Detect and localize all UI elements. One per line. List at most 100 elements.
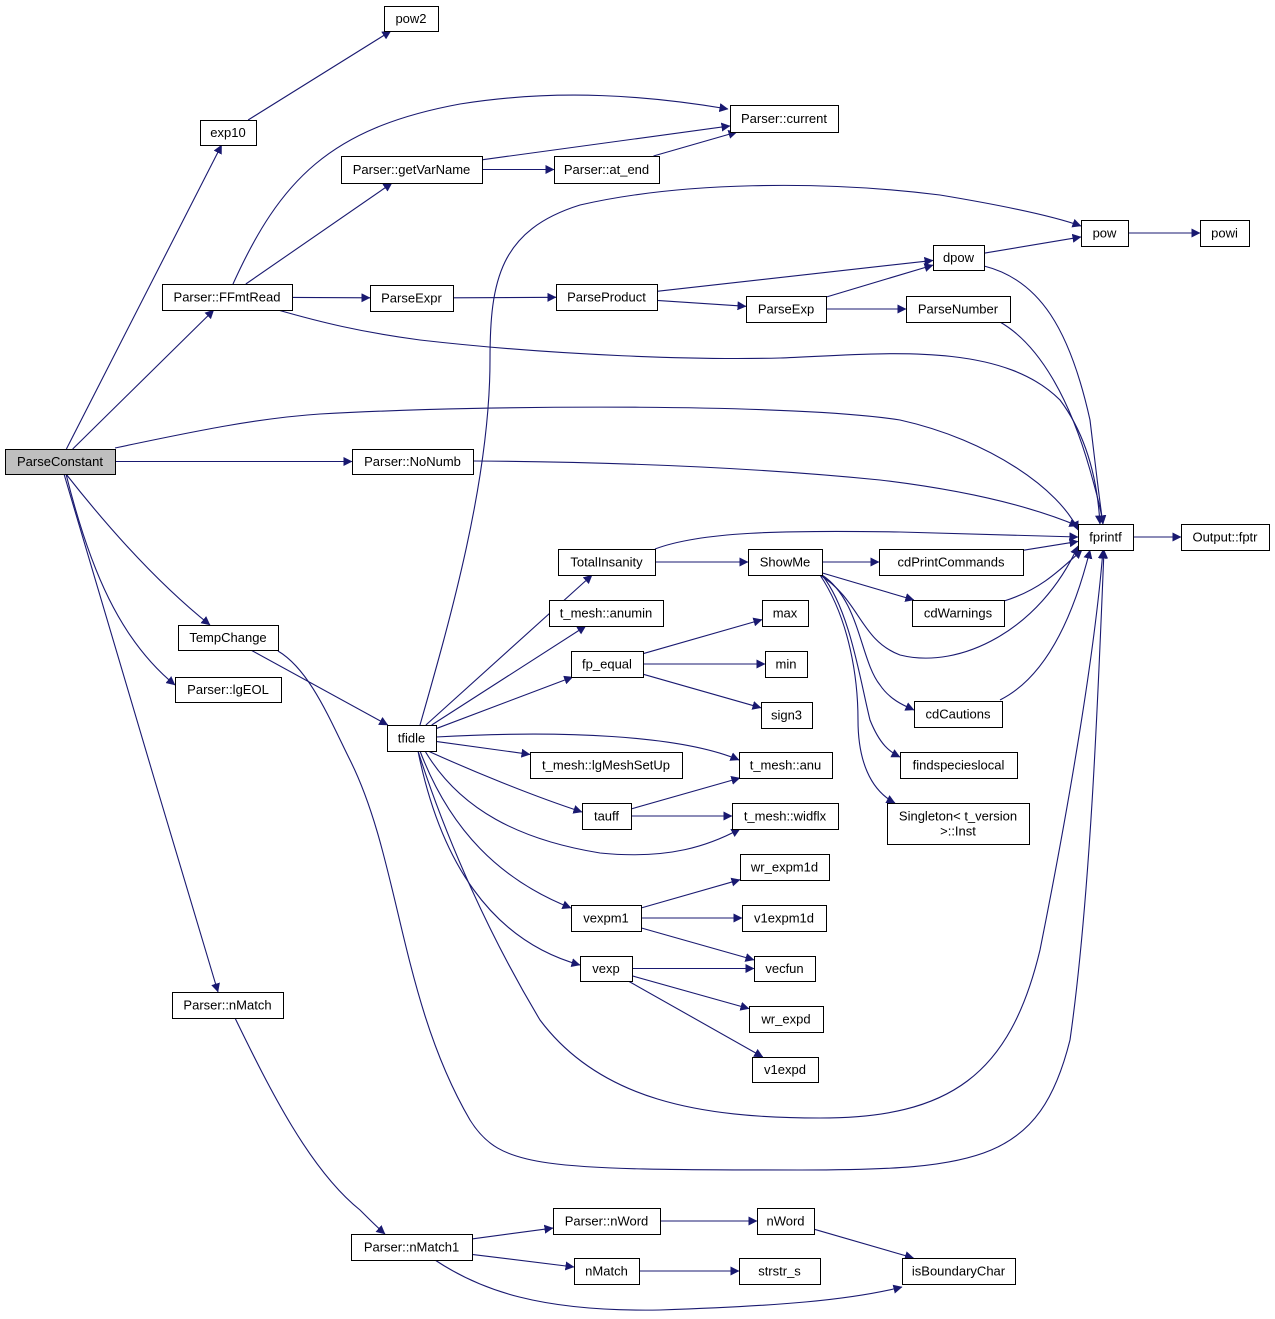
node-label-wr-expd: wr_expd <box>760 1012 810 1027</box>
node-vexpm1[interactable]: vexpm1 <box>571 905 642 932</box>
node-label-v1expm1d: v1expm1d <box>754 911 814 926</box>
node-tfidle[interactable]: tfidle <box>387 725 437 752</box>
node-box-parseproduct <box>556 284 658 311</box>
node-box-parseexpr <box>370 285 454 312</box>
node-wr-expd[interactable]: wr_expd <box>749 1006 824 1033</box>
node-box-nword <box>757 1208 815 1235</box>
node-t-mesh-anu[interactable]: t_mesh::anu <box>739 752 833 779</box>
node-box-parser-nmatch1 <box>351 1234 473 1261</box>
node-min[interactable]: min <box>765 651 808 678</box>
node-box-parseconstant <box>5 449 116 475</box>
node-label-parser-ffmtread: Parser::FFmtRead <box>174 290 281 305</box>
node-parseconstant[interactable]: ParseConstant <box>5 449 116 475</box>
node-label-powi: powi <box>1211 226 1238 241</box>
node-label-parser-nword: Parser::nWord <box>565 1214 649 1229</box>
node-label-sign3: sign3 <box>771 708 802 723</box>
node-box-parser-getvarname <box>341 156 483 184</box>
node-parseexpr[interactable]: ParseExpr <box>370 285 454 312</box>
node-parser-nonumb[interactable]: Parser::NoNumb <box>352 449 474 475</box>
node-pow2[interactable]: pow2 <box>384 6 439 32</box>
node-sign3[interactable]: sign3 <box>761 702 813 729</box>
edge-cdprintcommands-to-fprintf <box>1022 538 1079 551</box>
node-parseexp[interactable]: ParseExp <box>746 296 827 323</box>
node-t-mesh-anumin[interactable]: t_mesh::anumin <box>549 600 664 627</box>
edge-parser-nonumb-to-fprintf <box>472 460 1079 527</box>
node-box-findspecieslocal <box>900 752 1018 779</box>
node-wr-expm1d[interactable]: wr_expm1d <box>740 854 830 881</box>
node-label-parser-lgeol: Parser::lgEOL <box>187 682 269 697</box>
node-label-pow: pow <box>1093 226 1117 241</box>
node-strstr-s[interactable]: strstr_s <box>739 1258 821 1285</box>
edge-parseconstant-to-parser-nmatch <box>63 473 220 993</box>
node-box-v1expm1d <box>742 905 827 932</box>
node-vecfun[interactable]: vecfun <box>754 956 816 982</box>
node-nword[interactable]: nWord <box>757 1208 815 1235</box>
node-findspecieslocal[interactable]: findspecieslocal <box>900 752 1018 779</box>
node-box-isboundarychar <box>902 1258 1016 1285</box>
node-fprintf[interactable]: fprintf <box>1078 524 1134 551</box>
edge-parser-nmatch1-to-nmatch <box>471 1253 575 1271</box>
node-parser-nmatch1[interactable]: Parser::nMatch1 <box>351 1234 473 1261</box>
node-parser-getvarname[interactable]: Parser::getVarName <box>341 156 483 184</box>
node-box-sign3 <box>761 702 813 729</box>
node-vexp[interactable]: vexp <box>580 956 633 982</box>
node-parser-current[interactable]: Parser::current <box>730 105 839 133</box>
node-v1expm1d[interactable]: v1expm1d <box>742 905 827 932</box>
node-nmatch[interactable]: nMatch <box>574 1258 640 1285</box>
node-cdprintcommands[interactable]: cdPrintCommands <box>879 549 1024 576</box>
node-box-t-mesh-anumin <box>549 600 664 627</box>
node-label-cdcautions: cdCautions <box>925 707 991 722</box>
node-totalinsanity[interactable]: TotalInsanity <box>558 549 656 576</box>
node-label-fp-equal: fp_equal <box>582 657 632 672</box>
node-exp10[interactable]: exp10 <box>200 120 257 146</box>
edge-parseconstant-to-exp10 <box>65 144 223 450</box>
edge-tfidle-to-vexpm1 <box>419 750 572 910</box>
edge-cdwarnings-to-fprintf <box>1003 549 1083 602</box>
node-label-totalinsanity: TotalInsanity <box>570 555 643 570</box>
node-label-t-mesh-anumin: t_mesh::anumin <box>560 606 653 621</box>
node-parser-at-end[interactable]: Parser::at_end <box>554 156 660 184</box>
node-label-parser-current: Parser::current <box>741 111 827 126</box>
node-max[interactable]: max <box>762 600 809 627</box>
node-parseproduct[interactable]: ParseProduct <box>556 284 658 311</box>
edge-dpow-to-pow <box>983 233 1082 254</box>
node-label-parseexpr: ParseExpr <box>381 291 442 306</box>
node-label-nmatch: nMatch <box>585 1264 628 1279</box>
node-showme[interactable]: ShowMe <box>748 549 823 576</box>
node-powi[interactable]: powi <box>1200 220 1250 247</box>
edge-fp-equal-to-max <box>642 617 763 655</box>
node-pow[interactable]: pow <box>1081 220 1129 247</box>
edge-parser-nmatch1-to-isboundarychar <box>434 1259 903 1311</box>
node-tempchange[interactable]: TempChange <box>178 625 279 651</box>
node-parsenumber[interactable]: ParseNumber <box>906 296 1011 323</box>
node-output-fptr[interactable]: Output::fptr <box>1181 524 1270 551</box>
node-isboundarychar[interactable]: isBoundaryChar <box>902 1258 1016 1285</box>
node-singleton-inst[interactable]: Singleton< t_version>::Inst <box>887 803 1030 845</box>
node-parser-nmatch[interactable]: Parser::nMatch <box>172 992 284 1019</box>
node-label-vecfun: vecfun <box>765 961 803 976</box>
node-label-pow2: pow2 <box>395 11 426 26</box>
node-box-exp10 <box>200 120 257 146</box>
node-label-cdprintcommands: cdPrintCommands <box>898 555 1005 570</box>
edge-parseexpr-to-parseproduct <box>452 292 557 302</box>
node-parser-ffmtread[interactable]: Parser::FFmtRead <box>162 284 293 311</box>
edge-cdcautions-to-fprintf <box>999 549 1093 701</box>
node-dpow[interactable]: dpow <box>933 245 985 271</box>
node-cdwarnings[interactable]: cdWarnings <box>912 600 1005 627</box>
node-t-mesh-widflx[interactable]: t_mesh::widflx <box>732 803 839 830</box>
node-box-vecfun <box>754 956 816 982</box>
node-tauff[interactable]: tauff <box>582 803 632 830</box>
node-parser-lgeol[interactable]: Parser::lgEOL <box>175 677 282 703</box>
node-box-pow2 <box>384 6 439 32</box>
node-label-min: min <box>776 657 797 672</box>
edge-parseproduct-to-dpow <box>656 256 934 292</box>
node-t-mesh-lgmeshsetup[interactable]: t_mesh::lgMeshSetUp <box>530 752 683 779</box>
edge-parser-ffmtread-to-parser-current <box>232 94 729 285</box>
node-parser-nword[interactable]: Parser::nWord <box>553 1208 661 1235</box>
node-label-v1expd: v1expd <box>764 1062 806 1077</box>
node-fp-equal[interactable]: fp_equal <box>571 651 644 678</box>
node-label-parser-nmatch: Parser::nMatch <box>183 998 271 1013</box>
node-cdcautions[interactable]: cdCautions <box>914 701 1003 728</box>
node-v1expd[interactable]: v1expd <box>752 1057 819 1083</box>
node-label-tempchange: TempChange <box>189 630 266 645</box>
